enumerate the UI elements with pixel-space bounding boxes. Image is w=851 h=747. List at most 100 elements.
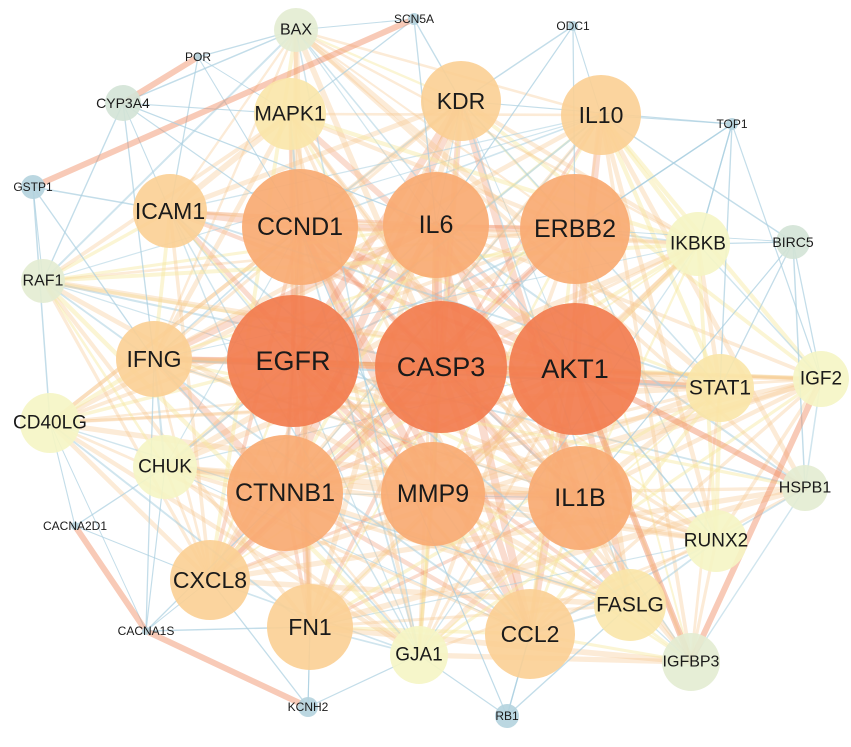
edge-CCL2-ICAM1	[168, 209, 532, 636]
edge-IFNG-MAPK1	[151, 111, 293, 362]
edge-KDR-IGF2	[459, 99, 823, 381]
node-circle	[520, 174, 630, 284]
node-ctnnb1: CTNNB1	[227, 435, 343, 551]
node-faslg: FASLG	[594, 569, 666, 641]
edge-CCND1-CCL2	[296, 223, 534, 638]
node-circle	[662, 633, 720, 691]
edge-CXCL8-HSPB1	[207, 485, 808, 583]
edge-CXCL8-ICAM1	[168, 209, 212, 582]
edge-AKT1-ICAM1	[167, 208, 578, 372]
node-circle	[594, 569, 666, 641]
node-circle	[793, 351, 849, 407]
node-circle	[383, 172, 489, 278]
node-bax: BAX	[274, 8, 318, 52]
edge-CTNNB1-KDR	[281, 97, 465, 497]
node-fn1: FN1	[267, 584, 353, 670]
node-ccl2: CCL2	[485, 589, 575, 679]
edge-IL10-HSPB1	[598, 112, 808, 491]
edge-CACNA1S-KCNH2	[143, 628, 311, 710]
node-circle	[254, 78, 326, 150]
edge-IL1B-IFNG	[153, 358, 581, 499]
node-chuk: CHUK	[133, 435, 197, 499]
edge-CXCL8-RAF1	[41, 279, 212, 582]
edge-IL6-RAF1	[41, 223, 438, 283]
node-casp3: CASP3	[375, 301, 507, 433]
node-circle	[133, 435, 197, 499]
edge-STAT1-BAX	[293, 27, 723, 391]
node-circle	[298, 697, 318, 717]
node-circle	[21, 259, 65, 303]
node-erbb2: ERBB2	[520, 174, 630, 284]
node-circle	[381, 442, 485, 546]
edge-CHUK-RAF1	[41, 279, 167, 469]
edge-CCND1-RUNX2	[299, 226, 717, 542]
edge-CYP3A4-IFNG	[122, 102, 155, 360]
edge-CCND1-STAT1	[298, 225, 722, 390]
edge-RAF1-BAX	[42, 29, 297, 282]
node-circle	[485, 589, 575, 679]
node-gja1: GJA1	[390, 626, 448, 684]
edge-IKBKB-GJA1	[418, 243, 699, 656]
node-circle	[227, 295, 359, 427]
edge-ERBB2-CCL2	[528, 227, 577, 636]
edge-IL10-CHUK	[164, 114, 602, 468]
edge-CCND1-GJA1	[299, 226, 420, 656]
node-mmp9: MMP9	[381, 442, 485, 546]
edge-IGFBP3-IGF2	[688, 376, 824, 665]
node-circle	[568, 21, 578, 31]
node-il6: IL6	[383, 172, 489, 278]
edge-CCL2-CHUK	[164, 466, 531, 635]
edge-CTNNB1-STAT1	[283, 386, 722, 495]
node-circle	[666, 212, 730, 276]
node-stat1: STAT1	[686, 354, 754, 422]
edge-GJA1-CD40LG	[47, 420, 422, 658]
node-circle	[194, 53, 202, 61]
node-circle	[242, 169, 358, 285]
node-circle	[375, 301, 507, 433]
node-circle	[170, 540, 250, 620]
edge-CCL2-IGF2	[528, 377, 823, 636]
edge-CHUK-GJA1	[163, 465, 421, 657]
node-ikbkb: IKBKB	[666, 212, 730, 276]
node-icam1: ICAM1	[133, 174, 207, 248]
edge-MAPK1-IKBKB	[287, 111, 701, 247]
node-raf1: RAF1	[21, 259, 65, 303]
node-circle	[408, 13, 420, 25]
edge-BIRC5-IL1B	[579, 241, 794, 499]
node-akt1: AKT1	[509, 303, 641, 435]
node-circle	[528, 446, 632, 550]
edge-ERBB2-GJA1	[417, 227, 577, 657]
node-birc5: BIRC5	[772, 225, 814, 259]
node-circle	[20, 393, 80, 453]
edge-KDR-IKBKB	[458, 98, 701, 247]
edge-FN1-FASLG	[308, 603, 632, 629]
edge-FN1-RUNX2	[309, 540, 717, 628]
edge-FN1-CD40LG	[49, 422, 311, 628]
edge-GJA1-RAF1	[40, 278, 422, 658]
node-circle	[776, 225, 810, 259]
edge-ERBB2-IGFBP3	[573, 227, 693, 664]
node-circle	[21, 175, 45, 199]
node-ccnd1: CCND1	[242, 169, 358, 285]
edge-CCND1-IKBKB	[298, 225, 700, 246]
node-top1: TOP1	[716, 117, 747, 131]
edge-EGFR-RUNX2	[291, 359, 718, 543]
edge-CACNA2D1-CACNA1S	[72, 523, 149, 634]
node-kdr: KDR	[421, 61, 501, 141]
node-egfr: EGFR	[227, 295, 359, 427]
node-circle	[495, 704, 519, 728]
edge-IL10-RUNX2	[598, 112, 719, 544]
node-circle	[686, 354, 754, 422]
edge-GSTP1-CD40LG	[32, 186, 51, 424]
node-circle	[561, 75, 641, 155]
edge-TOP1-IGF2	[731, 123, 822, 380]
node-mapk1: MAPK1	[254, 78, 326, 150]
node-circle	[274, 8, 318, 52]
edge-RUNX2-GJA1	[417, 539, 718, 657]
edge-CYP3A4-BAX	[122, 29, 297, 104]
edge-CCL2-HSPB1	[528, 486, 807, 636]
node-rb1: RB1	[495, 704, 519, 728]
edge-RUNX2-IGF2	[714, 377, 823, 543]
node-circle	[685, 510, 747, 572]
